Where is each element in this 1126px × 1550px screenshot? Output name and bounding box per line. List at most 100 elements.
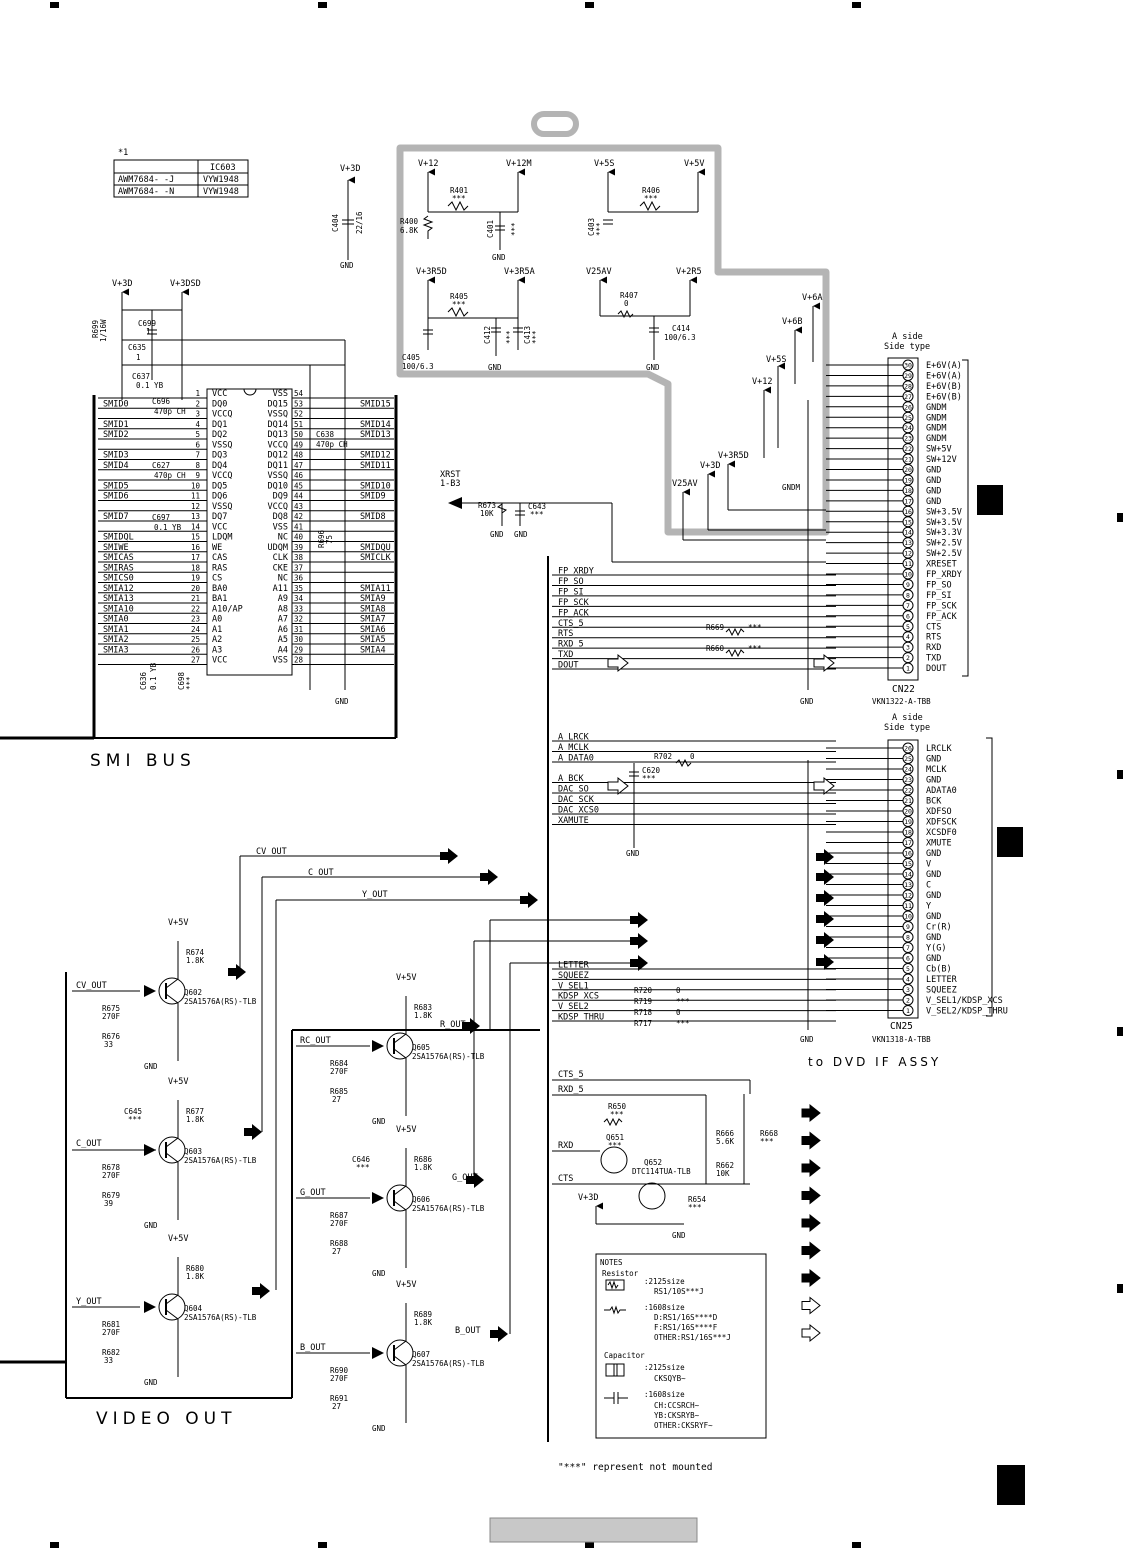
cn22-net-label: RTS — [558, 629, 573, 639]
cn25-pin-number: 10 — [904, 913, 912, 921]
svg-text:0: 0 — [676, 986, 681, 995]
svg-text:R662: R662 — [716, 1161, 734, 1170]
cn22-pin-name: GND — [926, 466, 941, 476]
drive-arrow — [144, 985, 156, 997]
ic-right-pin-num: 40 — [294, 533, 304, 542]
smi-bus-frame: SMI BUS — [0, 395, 398, 771]
video-inputs: CV_OUT C_OUT Y_OUT RC_OUT G_OUT B_OUT R_… — [0, 972, 540, 1429]
gnd-label: GND — [144, 1378, 158, 1387]
svg-text:C401: C401 — [486, 220, 495, 238]
ic-right-pin-name: NC — [278, 533, 288, 543]
ic-left-pin-num: 11 — [191, 492, 200, 501]
stage-r2-val: 27 — [332, 1247, 341, 1256]
svg-text:0.1 YB: 0.1 YB — [136, 381, 164, 390]
ic-right-pin-name: DQ14 — [268, 420, 288, 430]
cn25-pin-name: GND — [926, 776, 941, 786]
svg-text:V+5S: V+5S — [766, 355, 786, 365]
svg-text:V+3D: V+3D — [578, 1193, 598, 1203]
signal-arrow — [490, 1326, 508, 1342]
cn22-pin-number: 23 — [904, 435, 912, 443]
svg-text:Y_OUT: Y_OUT — [362, 890, 388, 900]
svg-text:***: *** — [676, 1019, 690, 1028]
cn22-pin-name: SW+3.5V — [926, 518, 962, 528]
svg-text:R673: R673 — [478, 501, 496, 510]
smi-net-label: SMID12 — [360, 451, 391, 461]
svg-text:CTS_5: CTS_5 — [558, 1070, 584, 1080]
stage-r2-ref: R688 — [330, 1239, 349, 1248]
ic-left-pin-num: 23 — [191, 615, 200, 624]
cn25-pin-name: Cb(B) — [926, 965, 952, 975]
cn22-pin-name: FP_ACK — [926, 612, 958, 622]
smi-net-label: SMID13 — [360, 430, 391, 440]
ic-right-pin-name: VSS — [273, 389, 288, 399]
cn22-pin-name: TXD — [926, 654, 941, 664]
svg-text:***: *** — [530, 510, 544, 519]
stage-rtop-val: 1.8K — [414, 1163, 433, 1172]
svg-text:F:RS1/16S****F: F:RS1/16S****F — [654, 1323, 718, 1332]
smi-net-label: SMIA0 — [103, 615, 129, 625]
svg-text:C643: C643 — [528, 502, 546, 511]
signal-arrow — [244, 1124, 262, 1140]
svg-text:0.1 YB: 0.1 YB — [149, 662, 158, 690]
ic-left-pin-num: 21 — [191, 594, 200, 603]
side-tab-d — [997, 1465, 1025, 1505]
stage-rtop-val: 1.8K — [414, 1318, 433, 1327]
signal-arrow — [520, 892, 538, 908]
transistor-lead — [165, 1294, 179, 1305]
ic-right-pin-name: UDQM — [268, 543, 288, 553]
svg-text:RXD: RXD — [558, 1141, 573, 1151]
stage-q-ref: Q602 — [184, 988, 202, 997]
ic-left-pin-num: 18 — [191, 563, 201, 572]
ic-right-pin-num: 28 — [294, 656, 304, 665]
cn25-pin-number: 4 — [906, 976, 910, 984]
svg-text:R407: R407 — [620, 291, 638, 300]
ic-right-pin-num: 30 — [294, 635, 304, 644]
cn22-pin-number: 9 — [906, 581, 910, 589]
svg-text:5.6K: 5.6K — [716, 1137, 735, 1146]
ic-left-pin-name: VCCQ — [212, 410, 232, 420]
dvd-if-label: to DVD IF ASSY — [808, 1055, 941, 1069]
cn22-pin-name: XRESET — [926, 560, 957, 570]
c404-cap: V+3D C404 22/16 GND — [331, 164, 364, 270]
svg-text:100/6.3: 100/6.3 — [664, 333, 696, 342]
smi-net-label: SMIA8 — [360, 604, 386, 614]
ic-left-pin-num: 4 — [195, 420, 200, 429]
transistor-lead — [393, 1185, 407, 1196]
ic-right-pin-name: DQ11 — [268, 461, 288, 471]
cn25-sel-label: V_SEL2 — [558, 1002, 589, 1012]
legend-arrow — [801, 1268, 821, 1288]
cn25-pin-name: GND — [926, 933, 941, 943]
stage-q-ref: Q607 — [412, 1350, 430, 1359]
signal-arrow — [252, 1283, 270, 1299]
cn22-pin-number: 20 — [904, 466, 912, 474]
svg-text:V+3R5A: V+3R5A — [504, 267, 535, 277]
svg-text:CV_OUT: CV_OUT — [76, 981, 107, 991]
cn25-pin-number: 5 — [906, 965, 910, 973]
cn25-net-label: DAC_XCS0 — [558, 806, 599, 816]
smi-net-label: SMIDQU — [360, 543, 391, 553]
svg-text:22/16: 22/16 — [355, 211, 364, 234]
ic-left-pin-name: DQ6 — [212, 492, 227, 502]
transistor-symbol — [158, 977, 186, 1005]
ic-right-pin-num: 48 — [294, 451, 304, 460]
svg-text:Side type: Side type — [884, 723, 930, 733]
stage-r2-val: 33 — [104, 1356, 113, 1365]
ic-right-pin-num: 45 — [294, 481, 303, 490]
cn25-sel-label: KDSP_THRU — [558, 1013, 604, 1023]
ic-left-pin-name: DQ4 — [212, 461, 227, 471]
svg-text:Y_OUT: Y_OUT — [76, 1297, 102, 1307]
signal-arrow — [440, 848, 458, 864]
svg-text:CN22: CN22 — [892, 684, 915, 695]
cn25-nets: A_LRCKA_MCLKA_DATA0A_BCKDAC_SODAC_SCKDAC… — [552, 733, 836, 1023]
stage-r2-ref: R691 — [330, 1394, 348, 1403]
svg-text:V+5S: V+5S — [594, 159, 614, 169]
ic-left-pin-name: DQ5 — [212, 481, 227, 491]
svg-text:OTHER:CKSRYF~: OTHER:CKSRYF~ — [654, 1421, 713, 1430]
svg-text:R696: R696 — [317, 529, 326, 548]
ic-left-pin-num: 1 — [195, 389, 200, 398]
svg-text:***: *** — [676, 997, 690, 1006]
notes-box: NOTES Resistor :2125size RS1/10S***J :16… — [595, 1253, 767, 1439]
svg-text::2125size: :2125size — [644, 1277, 685, 1286]
cn25-pin-number: 8 — [906, 934, 910, 942]
ic-right-pin-name: VSS — [273, 522, 288, 532]
